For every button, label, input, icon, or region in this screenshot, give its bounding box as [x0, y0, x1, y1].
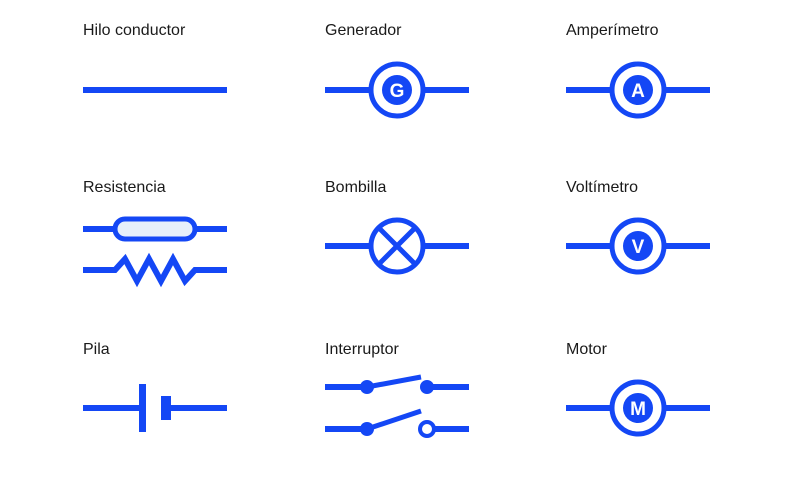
symbol-label: Amperímetro — [566, 22, 659, 39]
symbol-label: Bombilla — [325, 179, 387, 196]
symbol-label: Pila — [83, 341, 110, 358]
symbol-letter: G — [390, 81, 405, 102]
symbol-letter: V — [632, 237, 645, 258]
wire-icon — [83, 87, 227, 93]
symbol-generador: Generador G — [325, 22, 525, 162]
symbol-letter: M — [630, 399, 646, 420]
ammeter-icon: A — [566, 61, 710, 119]
battery-icon — [83, 384, 227, 432]
symbol-motor: Motor M — [566, 341, 766, 481]
symbol-interruptor: Interruptor — [325, 341, 525, 481]
symbol-voltimetro: Voltímetro V — [566, 179, 766, 319]
symbol-bombilla: Bombilla — [325, 179, 525, 319]
symbol-label: Generador — [325, 22, 402, 39]
symbol-label: Resistencia — [83, 179, 166, 196]
symbol-pila: Pila — [83, 341, 283, 481]
symbol-resistencia: Resistencia — [83, 179, 283, 319]
motor-icon: M — [566, 379, 710, 437]
symbol-amperimetro: Amperímetro A — [566, 22, 766, 162]
symbol-hilo-conductor: Hilo conductor — [83, 22, 283, 162]
generator-icon: G — [325, 61, 469, 119]
lamp-icon — [325, 217, 469, 275]
voltmeter-icon: V — [566, 217, 710, 275]
resistor-icon — [83, 216, 227, 288]
symbol-label: Hilo conductor — [83, 22, 186, 39]
symbol-label: Voltímetro — [566, 179, 639, 196]
symbol-label: Motor — [566, 341, 607, 358]
symbol-letter: A — [631, 81, 645, 102]
symbol-label: Interruptor — [325, 341, 399, 358]
switch-icon — [325, 374, 469, 438]
